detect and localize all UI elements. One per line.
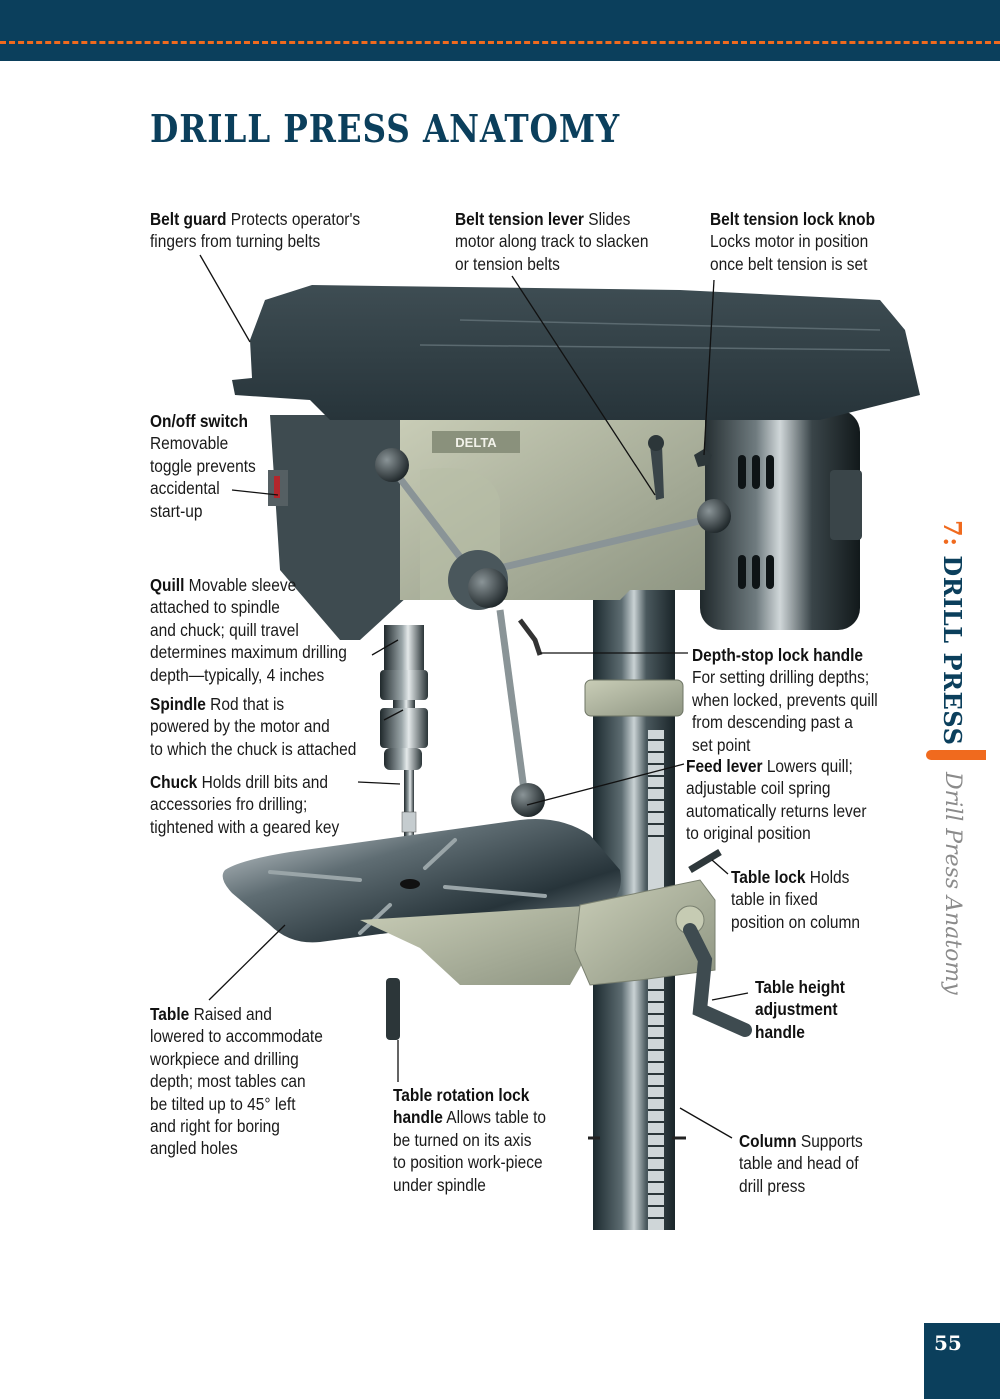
callout-belt-guard: Belt guard Protects operator's fingers f…: [150, 209, 361, 252]
delta-logo: DELTA: [455, 435, 497, 450]
chapter-side-tab: 7: DRILL PRESS Drill Press Anatomy: [926, 520, 986, 1000]
callout-quill: Quill Movable sleeve attached to spindle…: [150, 575, 347, 685]
callout-belt-tension-lever: Belt tension lever Slides motor along tr…: [455, 209, 649, 274]
header-dashed-line: [0, 41, 1000, 44]
callout-depth-stop-lock-handle: Depth-stop lock handle For setting drill…: [692, 645, 878, 755]
callout-column: Column Supports table and head of drill …: [739, 1131, 863, 1196]
callout-belt-tension-lock-knob: Belt tension lock knob Locks motor in po…: [710, 209, 876, 274]
callout-table-lock: Table lock Holds table in fixed position…: [731, 867, 860, 932]
page-number-box: 55: [924, 1323, 1000, 1399]
callout-table-height-adjustment-handle: Table height adjustment handle: [755, 977, 845, 1042]
callout-table: Table Raised and lowered to accommodate …: [150, 1004, 323, 1159]
chapter-accent-bar: [926, 750, 986, 760]
callout-feed-lever: Feed lever Lowers quill; adjustable coil…: [686, 756, 867, 844]
callout-spindle: Spindle Rod that is powered by the motor…: [150, 694, 357, 759]
chapter-heading: 7: DRILL PRESS: [938, 520, 967, 745]
callout-table-rotation-lock-handle: Table rotation lock handle Allows table …: [393, 1085, 547, 1195]
leader-lines: [199, 254, 749, 1139]
chapter-number: 7:: [938, 520, 967, 547]
callout-chuck: Chuck Holds drill bits and accessories f…: [150, 772, 340, 837]
header-bar: [0, 0, 1000, 61]
belt-guard-shape: [232, 285, 920, 420]
page-title: DRILL PRESS ANATOMY: [150, 106, 621, 151]
chapter-title: DRILL PRESS: [938, 555, 967, 746]
page-number: 55: [934, 1331, 962, 1355]
section-title: Drill Press Anatomy: [940, 772, 965, 995]
callout-on-off-switch: On/off switch Removable toggle prevents …: [150, 411, 256, 521]
